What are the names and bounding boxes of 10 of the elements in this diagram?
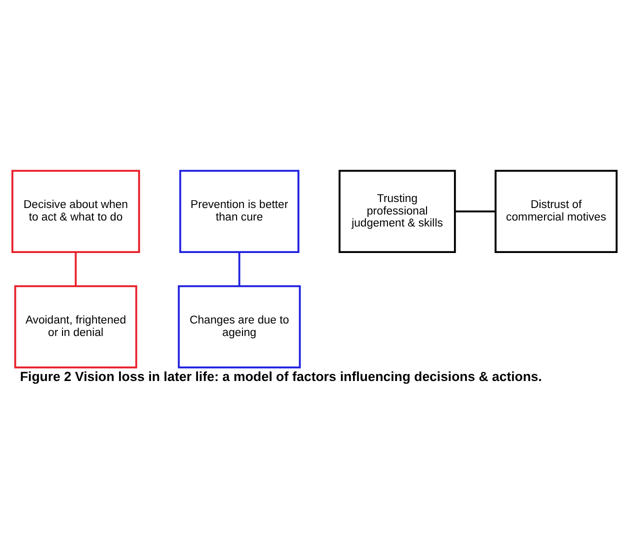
- node-box: Decisive about when to act & what to do: [11, 170, 140, 254]
- node-box: Distrust of commercial motives: [494, 170, 618, 254]
- connector: [238, 252, 240, 286]
- caption: Figure 2 Vision loss in later life: a model of factors influencing decisions & actions.: [20, 368, 542, 384]
- connector: [74, 252, 77, 286]
- node-box: Trusting professional judgement & skills: [338, 170, 456, 254]
- node-box: Prevention is better than cure: [179, 170, 300, 254]
- node-box: Avoidant, frightened or in denial: [14, 285, 138, 368]
- node-box: Changes are due to ageing: [178, 285, 301, 368]
- connector: [454, 210, 496, 212]
